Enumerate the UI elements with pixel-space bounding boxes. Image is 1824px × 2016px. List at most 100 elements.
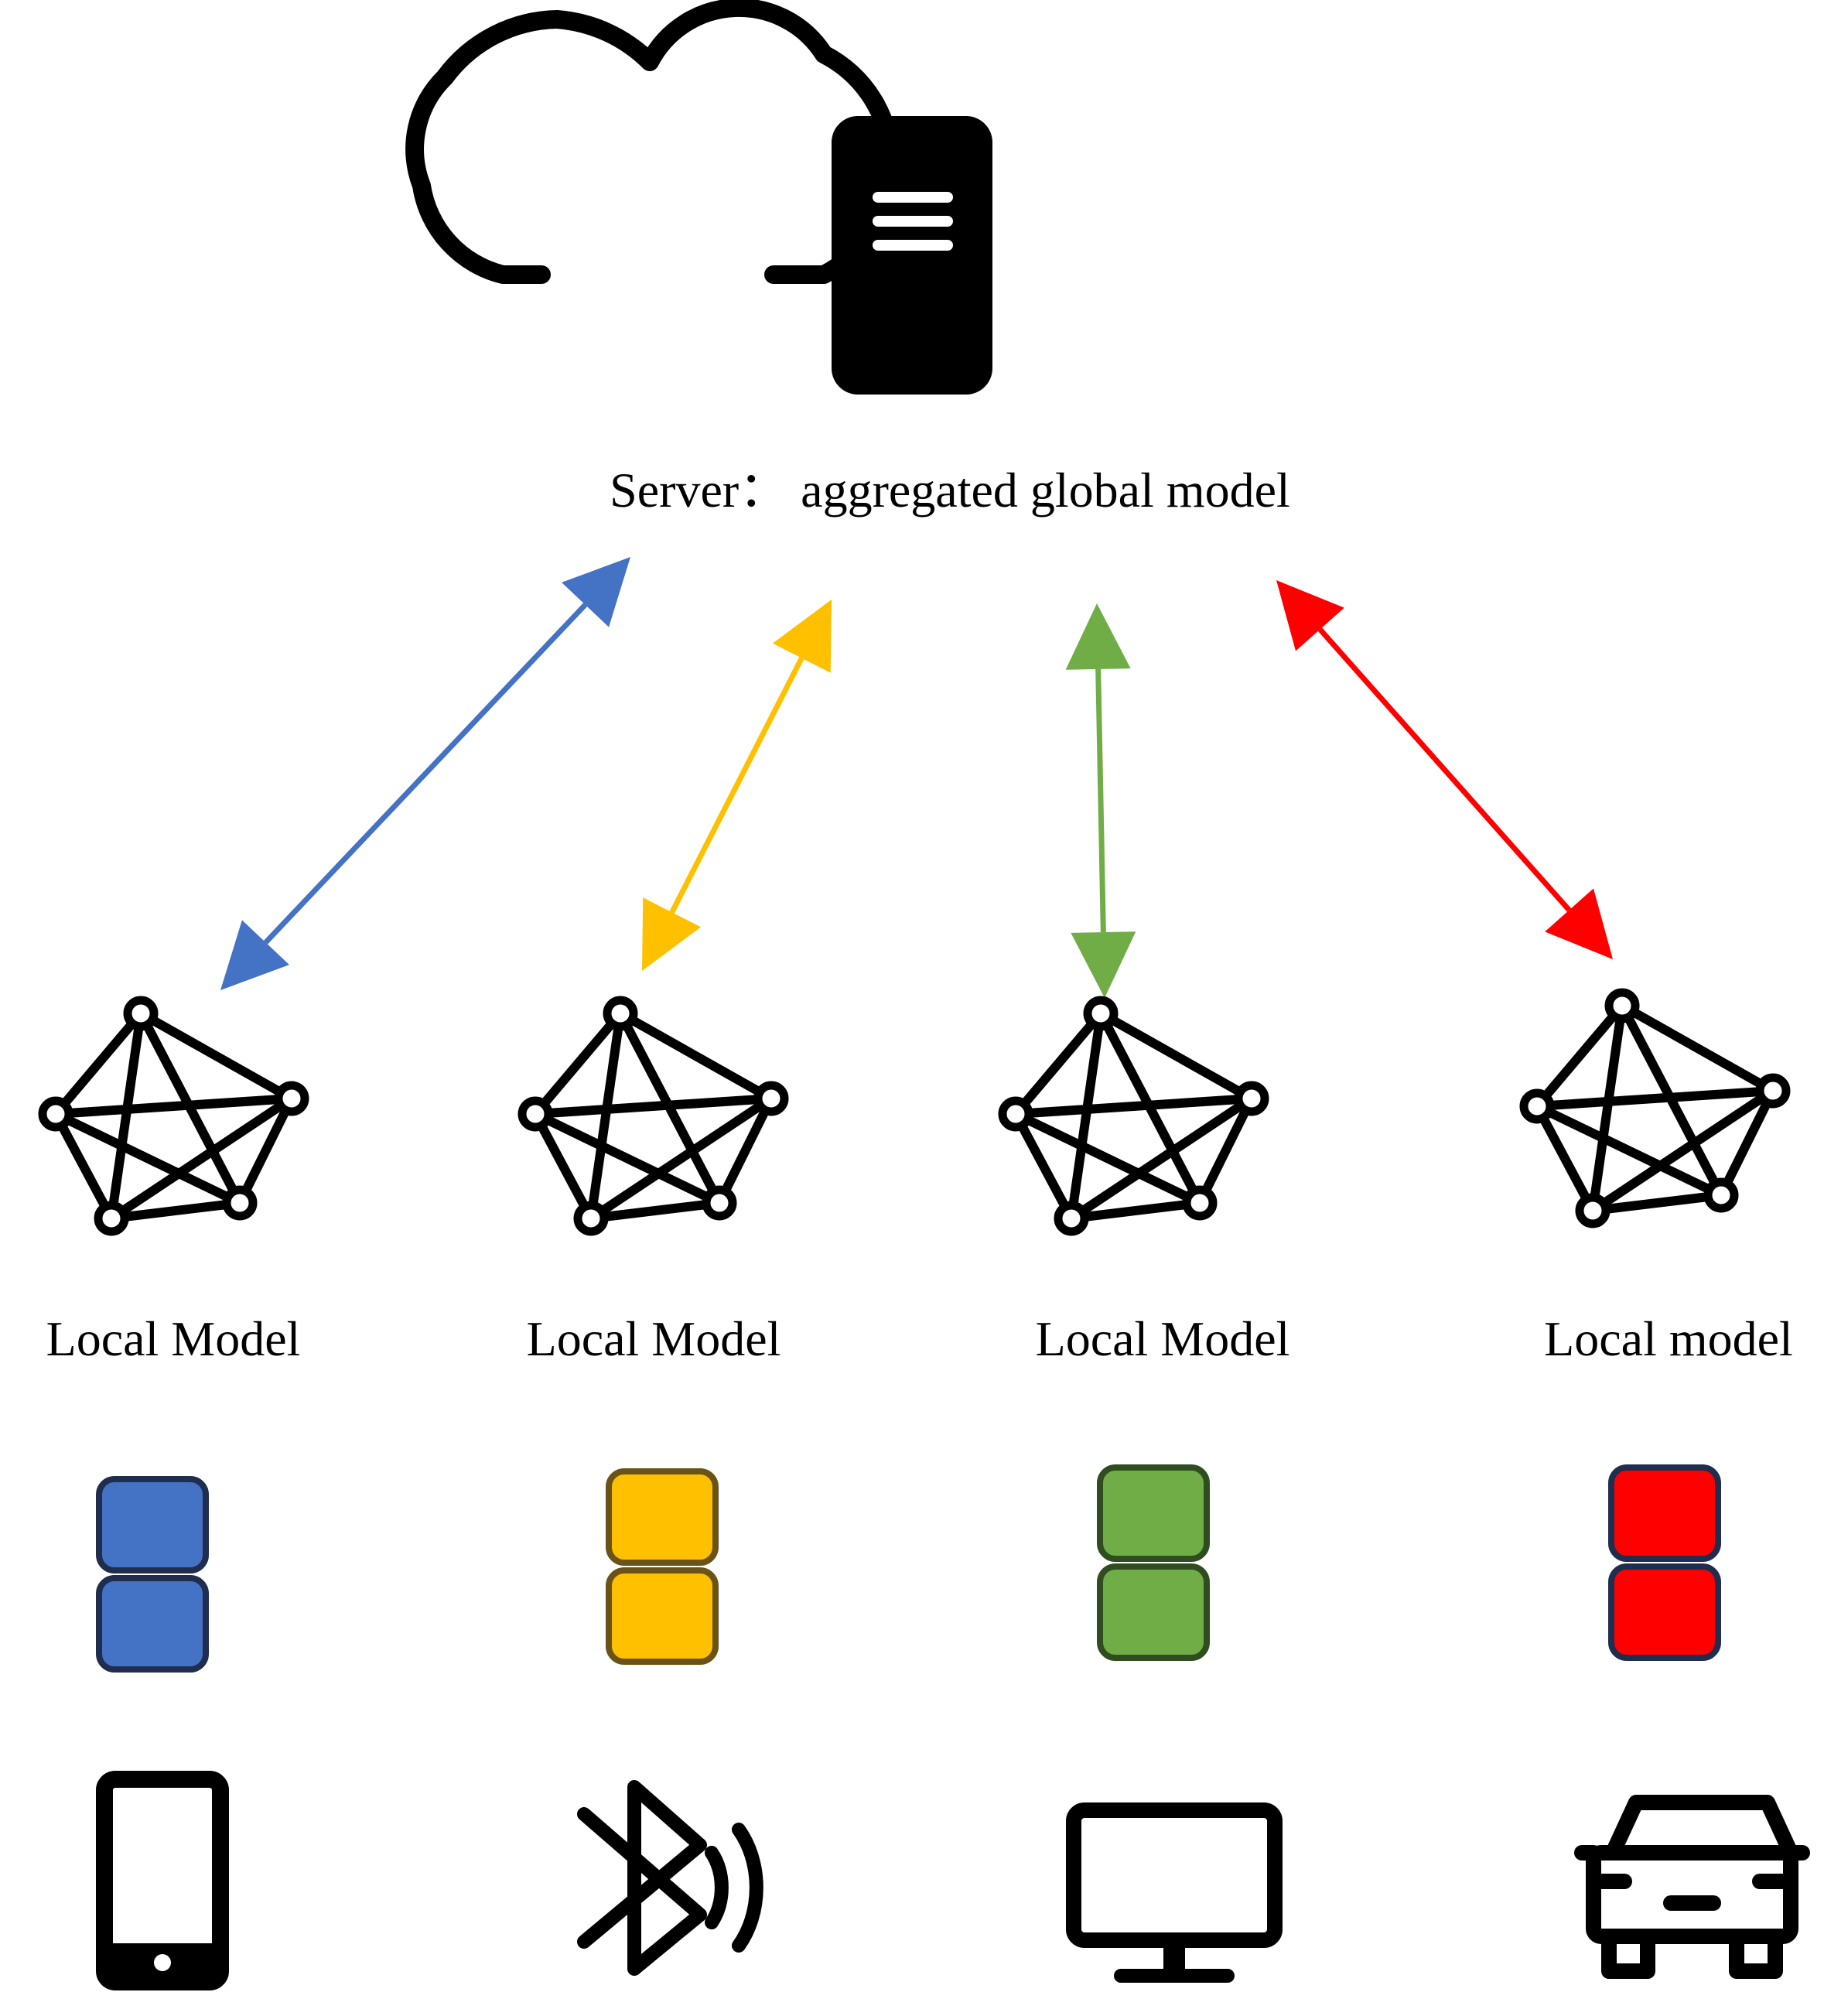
network-edge xyxy=(531,1094,776,1119)
network-node xyxy=(123,996,159,1031)
cloud-server-icon xyxy=(405,0,992,395)
network-node xyxy=(517,1096,553,1132)
network-node xyxy=(1575,1193,1611,1228)
data-blocks xyxy=(1097,1464,1210,1661)
network-edge xyxy=(1716,1086,1778,1200)
connection-arrows xyxy=(220,557,1613,998)
monitor-icon xyxy=(1066,1802,1283,1983)
client-column-3: Local Model xyxy=(998,996,1290,1983)
arrow-shaft xyxy=(263,603,588,945)
arrow-head xyxy=(1545,888,1613,959)
network-node xyxy=(274,1081,309,1116)
network-node xyxy=(38,1096,73,1132)
network-node xyxy=(753,1081,789,1116)
neural-network-icon xyxy=(517,996,789,1236)
network-node xyxy=(998,1096,1033,1132)
network-edge xyxy=(1067,1009,1105,1223)
network-edge xyxy=(531,1109,724,1208)
network-edge xyxy=(1588,1001,1627,1215)
arrow-shaft xyxy=(1095,668,1106,933)
data-block xyxy=(96,1476,209,1574)
network-edge xyxy=(1532,1086,1778,1111)
network-edge xyxy=(235,1094,296,1208)
bidirectional-arrow xyxy=(220,557,630,990)
network-edge xyxy=(1067,1094,1256,1223)
network-node xyxy=(222,1185,258,1221)
arrow-head xyxy=(1065,603,1131,670)
neural-network-icon xyxy=(998,996,1269,1236)
network-edge xyxy=(51,1009,145,1119)
arrow-shaft xyxy=(669,657,804,914)
arrow-head xyxy=(1071,931,1136,998)
network-edge xyxy=(51,1094,296,1119)
data-block xyxy=(606,1468,719,1566)
network-edge xyxy=(1067,1198,1204,1223)
client-column-2: Local Model xyxy=(517,996,789,1976)
network-edge xyxy=(51,1109,244,1208)
network-edge xyxy=(1011,1109,1204,1208)
data-block xyxy=(1608,1563,1721,1661)
server-label: Server： aggregated global model xyxy=(610,463,1290,518)
data-block xyxy=(96,1575,209,1673)
local-model-label: Local Model xyxy=(1036,1311,1290,1366)
arrow-head xyxy=(642,897,702,971)
arrow-head xyxy=(562,557,630,627)
network-node xyxy=(1755,1073,1791,1109)
data-blocks xyxy=(96,1476,209,1673)
local-model-label: Local Model xyxy=(46,1311,301,1366)
data-blocks xyxy=(606,1468,719,1665)
bidirectional-arrow xyxy=(642,600,832,971)
network-node xyxy=(1703,1177,1739,1213)
network-edge xyxy=(1011,1009,1105,1119)
network-edge xyxy=(1588,1086,1778,1215)
server-tower xyxy=(832,116,992,395)
network-edge xyxy=(107,1198,244,1223)
network-node xyxy=(573,1201,609,1236)
network-edge xyxy=(1588,1191,1726,1215)
client-column-1: Local Model xyxy=(38,996,309,1990)
smartphone-icon xyxy=(96,1771,229,1990)
network-edge xyxy=(586,1094,776,1223)
neural-network-icon xyxy=(38,996,309,1236)
network-edge xyxy=(1195,1094,1256,1208)
data-blocks xyxy=(1608,1464,1721,1661)
network-edge xyxy=(1096,1009,1256,1103)
bidirectional-arrow xyxy=(1065,603,1136,998)
network-node xyxy=(1054,1201,1089,1236)
arrow-head xyxy=(772,600,832,673)
network-edge xyxy=(531,1109,596,1223)
data-block xyxy=(1608,1464,1721,1562)
network-node xyxy=(1234,1081,1269,1116)
data-block xyxy=(606,1567,719,1665)
data-block xyxy=(1097,1563,1210,1661)
network-node xyxy=(1604,988,1640,1023)
network-edge xyxy=(107,1094,296,1223)
network-node xyxy=(603,996,638,1031)
bluetooth-icon xyxy=(577,1780,763,1976)
network-edge xyxy=(1532,1102,1726,1200)
local-model-label: Local Model xyxy=(527,1311,781,1366)
network-edge xyxy=(51,1109,116,1223)
network-edge xyxy=(586,1198,724,1223)
arrow-head xyxy=(1276,580,1344,651)
data-block xyxy=(1097,1464,1210,1562)
server-line xyxy=(873,192,953,203)
server-line xyxy=(873,240,953,251)
arrow-head xyxy=(220,920,289,990)
cloud-outline xyxy=(405,0,901,284)
network-edge xyxy=(136,1009,296,1103)
client-column-4: Local model xyxy=(1519,988,1810,1979)
local-model-label: Local model xyxy=(1544,1311,1793,1366)
neural-network-icon xyxy=(1519,988,1791,1228)
network-node xyxy=(94,1201,129,1236)
network-edge xyxy=(531,1009,625,1119)
network-edge xyxy=(715,1094,776,1208)
network-node xyxy=(1519,1088,1555,1124)
network-edge xyxy=(1011,1094,1256,1119)
network-node xyxy=(1083,996,1119,1031)
car-icon xyxy=(1574,1795,1810,1979)
network-node xyxy=(1182,1185,1218,1221)
network-edge xyxy=(1617,1001,1778,1095)
network-edge xyxy=(586,1009,625,1223)
